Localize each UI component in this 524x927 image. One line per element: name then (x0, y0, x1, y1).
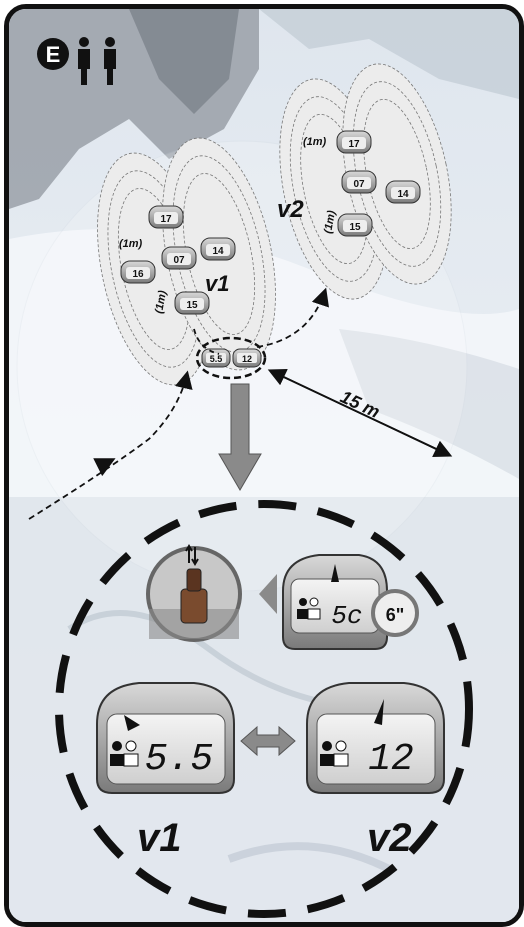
receiver-display-value: 5c (331, 601, 362, 631)
mini-receiver: 5.5 (202, 349, 230, 367)
distance-label: (1m) (119, 238, 143, 250)
display-v1-value: 5.5 (145, 738, 213, 781)
avalanche-search-scene: E 17 16 07 14 15 (1m) (1m) v1 17 07 14 (9, 9, 519, 922)
display-v1: 5.5 (97, 683, 234, 793)
reading-text: 14 (397, 189, 409, 200)
mini-receiver: 14 (386, 181, 420, 203)
victim-label-v2: v2 (277, 196, 304, 223)
mini-receiver: 12 (233, 349, 261, 367)
reading-text: 12 (242, 354, 252, 364)
display-v2-label: v2 (367, 816, 412, 860)
display-v2-value: 12 (368, 738, 414, 781)
mini-receiver: 14 (201, 238, 235, 260)
receiver-display: 5c (283, 555, 387, 649)
badge-letter: E (46, 42, 61, 67)
victim-label-v1: v1 (205, 271, 229, 296)
illustration-frame: E 17 16 07 14 15 (1m) (1m) v1 17 07 14 (4, 4, 524, 927)
reading-text: 07 (353, 179, 365, 190)
mini-receiver: 17 (337, 131, 371, 153)
reading-text: 17 (348, 139, 360, 150)
mini-receiver: 17 (149, 206, 183, 228)
mini-receiver: 07 (162, 247, 196, 269)
reading-text: 15 (349, 222, 361, 233)
reading-text: 15 (186, 300, 198, 311)
mini-receiver: 16 (121, 261, 155, 283)
reading-text: 17 (160, 214, 172, 225)
mini-receiver: 15 (338, 214, 372, 236)
probe-icon (148, 546, 240, 640)
reading-text: 16 (132, 269, 144, 280)
display-v1-label: v1 (137, 816, 182, 860)
timer-text: 6" (386, 605, 405, 625)
reading-text: 5.5 (210, 354, 223, 364)
display-v2: 12 (307, 683, 444, 793)
mini-receiver: 15 (175, 292, 209, 314)
reading-text: 14 (212, 246, 224, 257)
distance-label: (1m) (303, 136, 327, 148)
reading-text: 07 (173, 255, 185, 266)
mini-receiver: 07 (342, 171, 376, 193)
